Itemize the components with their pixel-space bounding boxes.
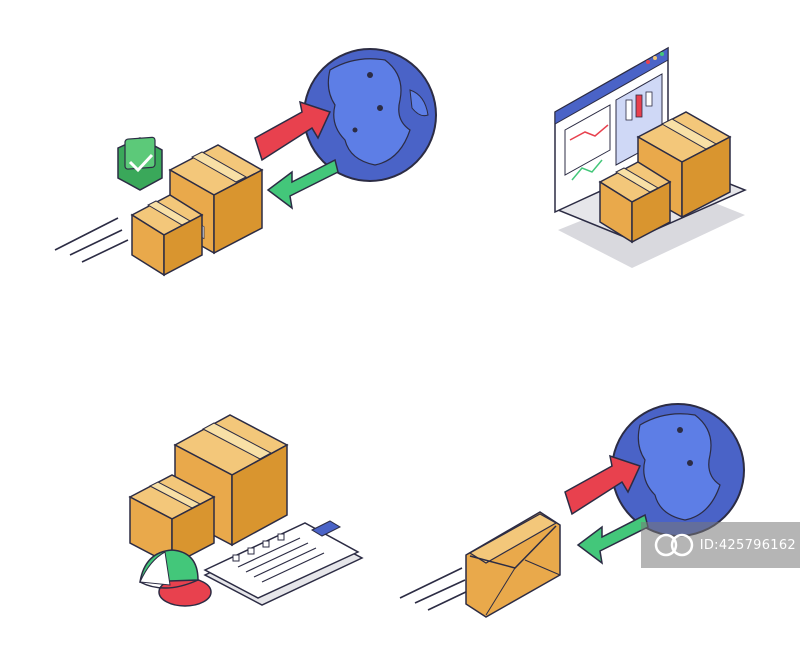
export-arrow-icon [564,454,642,516]
import-arrow-icon [576,513,649,565]
watermark: ID:425796162 [641,522,800,568]
laptop-inventory-icon [554,46,747,268]
speed-lines-icon [54,217,129,263]
speed-lines-icon [399,567,471,611]
boxes-checklist-icon [128,414,364,607]
check-badge-icon [117,136,163,191]
export-arrow-icon [254,100,332,162]
globe-icon [303,48,437,182]
globe-icon [611,403,745,537]
cardboard-box-small-icon [130,194,204,277]
envelope-icon [465,511,561,618]
watermark-id-text: ID:425796162 [699,537,796,553]
import-arrow-icon [266,158,339,210]
clipboard-checklist-icon [203,520,364,606]
export-import-icon [54,48,437,277]
cardboard-box-small-icon [128,474,216,567]
cardboard-box-small-icon [598,161,672,244]
cap-icon [139,549,212,607]
watermark-logo-icon [654,531,694,559]
mail-delivery-icon [399,403,745,618]
